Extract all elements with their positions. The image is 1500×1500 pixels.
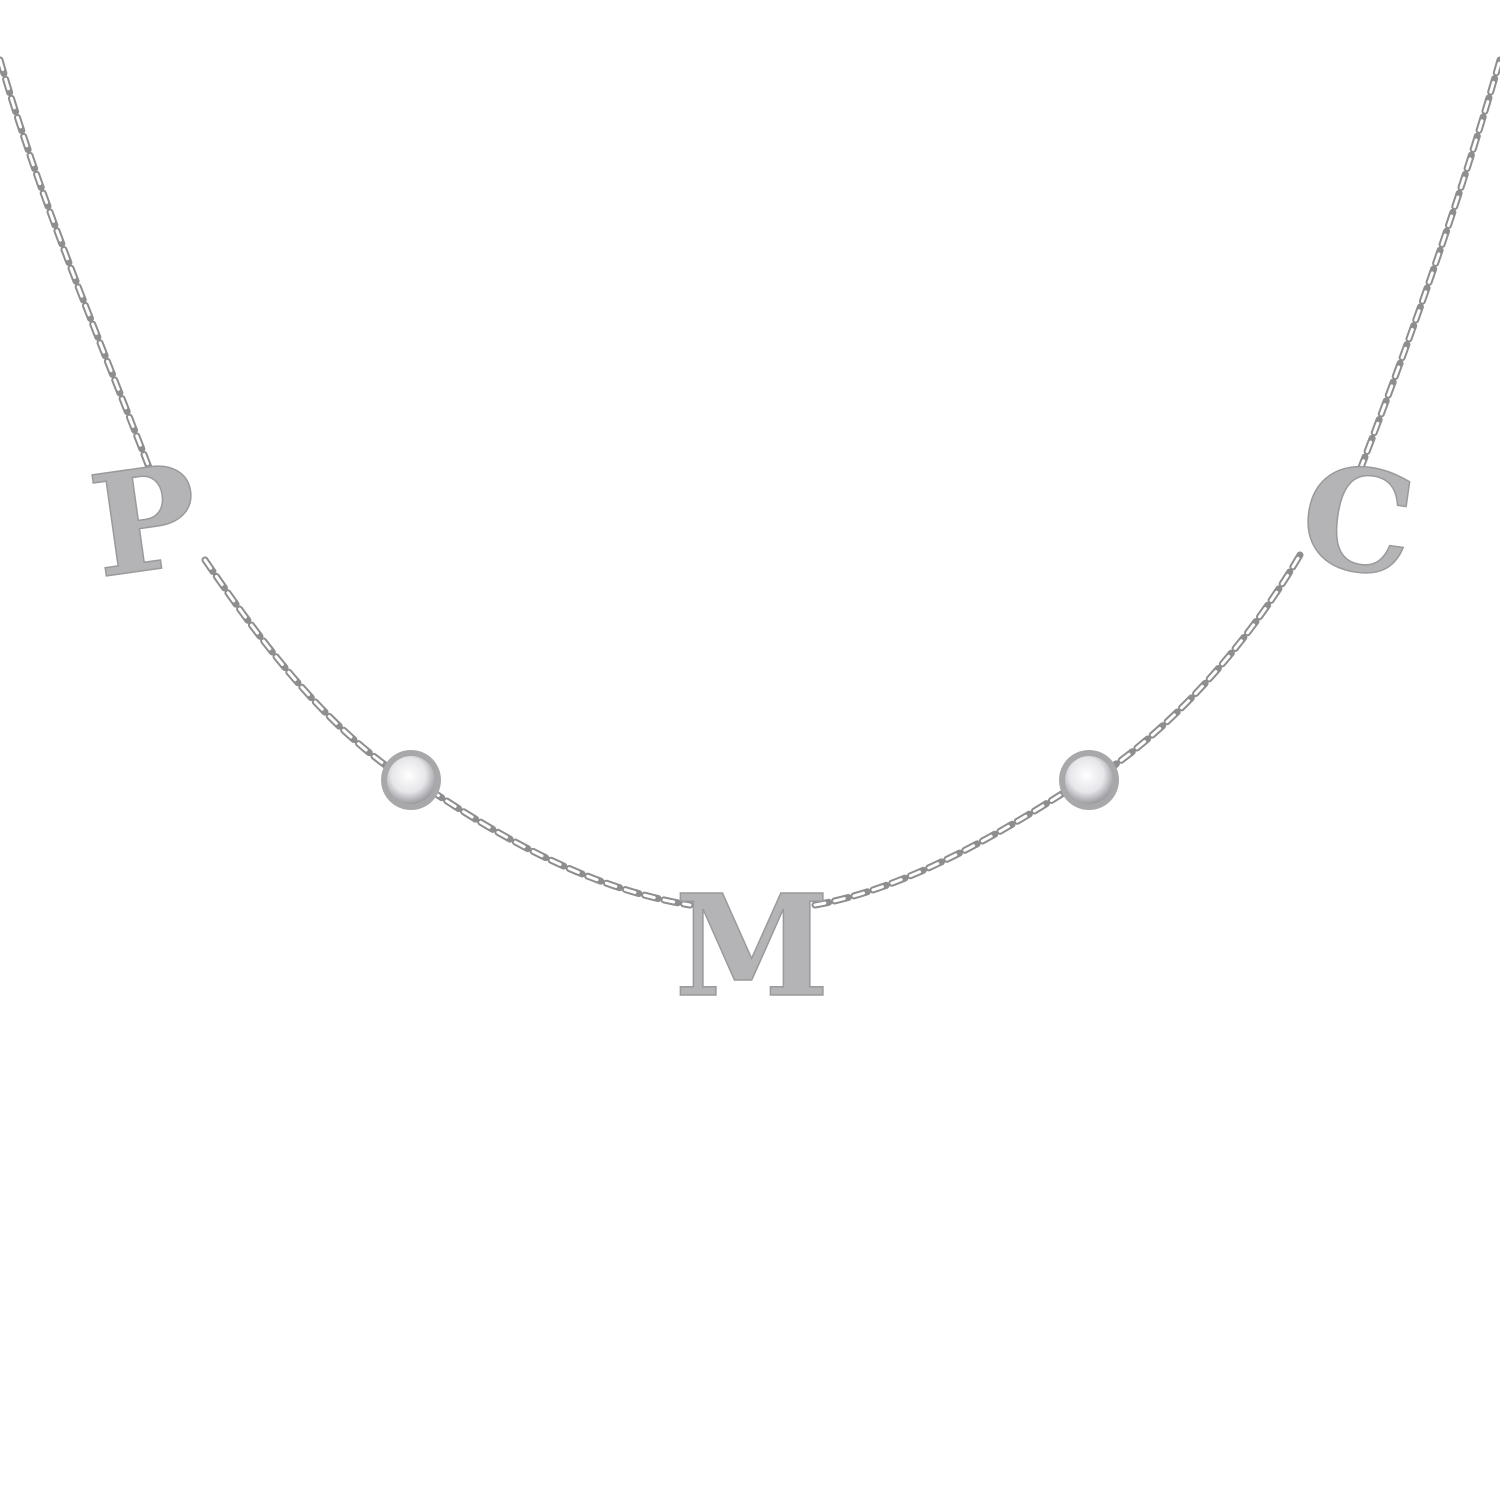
pendant-letter-m: M [675,865,830,1029]
chain [0,56,1500,909]
bezel-stone-right [1059,750,1119,810]
pendant-letter-c: C [1291,433,1424,611]
pendant-letter-p: P [82,433,209,610]
bezel-stone-left [381,750,441,810]
